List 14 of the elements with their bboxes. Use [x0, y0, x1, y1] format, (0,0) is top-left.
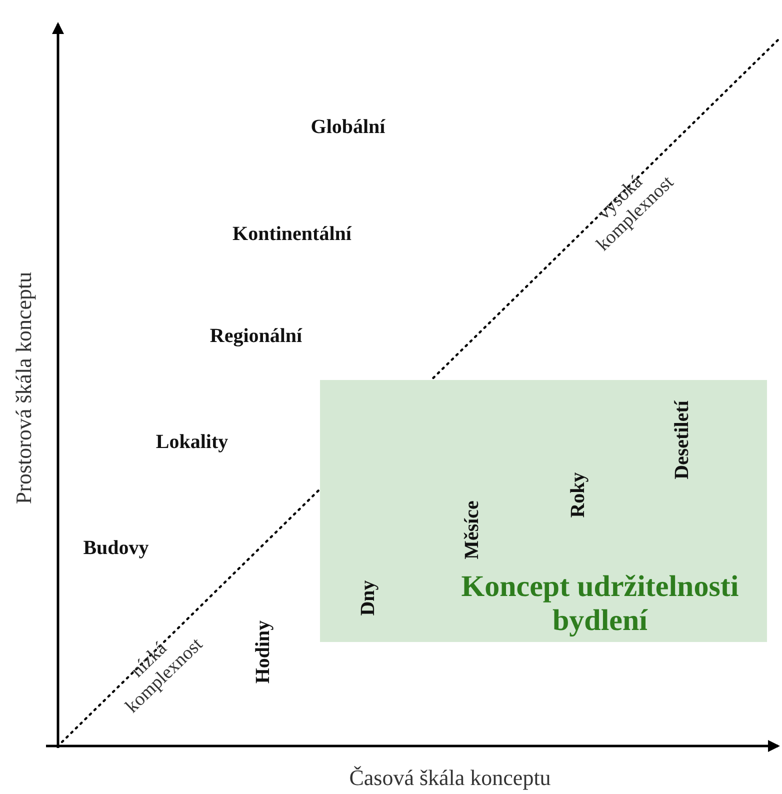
axis-title: Časová škála konceptu: [349, 767, 551, 789]
scale-label: Lokality: [156, 431, 228, 453]
axis-title: Prostorová škála konceptu: [13, 272, 35, 504]
time-label: Roky: [567, 472, 589, 518]
time-label: Desetiletí: [671, 400, 693, 480]
scale-label: Kontinentální: [232, 223, 352, 245]
scale-label: Budovy: [83, 537, 149, 559]
scale-label: Regionální: [210, 325, 302, 347]
time-label: Dny: [357, 580, 379, 616]
time-label: Měsíce: [461, 500, 483, 560]
scale-label: Globální: [310, 116, 386, 138]
area-title: Koncept udržitelnosti bydlení: [460, 570, 740, 638]
time-label: Hodiny: [252, 620, 274, 684]
highlight-area: [320, 380, 767, 642]
